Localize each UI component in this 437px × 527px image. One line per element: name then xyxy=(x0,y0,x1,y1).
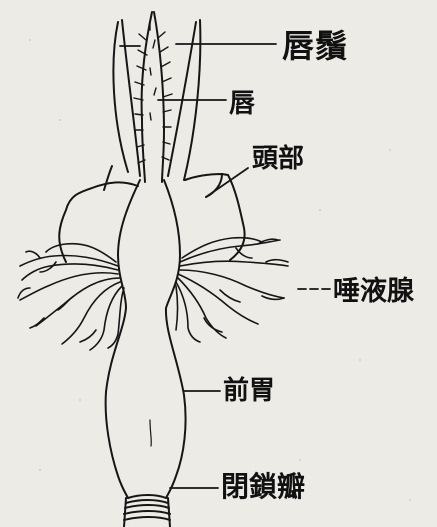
valve-rings xyxy=(124,495,170,527)
paper-speckle xyxy=(29,39,411,501)
label-proventriculus: 前胃 xyxy=(223,378,275,404)
right-salivary-gland xyxy=(176,238,288,342)
label-valve: 閉鎖瓣 xyxy=(221,473,305,501)
labium-bristles xyxy=(134,22,172,163)
label-labium: 唇 xyxy=(229,91,255,117)
gut-left-wall xyxy=(106,180,140,498)
labium xyxy=(142,12,164,182)
leader-palp xyxy=(120,44,276,46)
label-head: 頭部 xyxy=(252,146,304,172)
left-salivary-gland xyxy=(18,244,124,350)
gut-seam xyxy=(150,420,151,446)
head-capsule xyxy=(59,166,244,262)
label-salivary-gland: 唾液腺 xyxy=(333,278,414,305)
leader-lines xyxy=(120,44,330,488)
leader-head xyxy=(206,168,248,197)
label-labial-palp: 唇鬚 xyxy=(282,30,348,62)
gut-right-wall xyxy=(164,180,186,498)
